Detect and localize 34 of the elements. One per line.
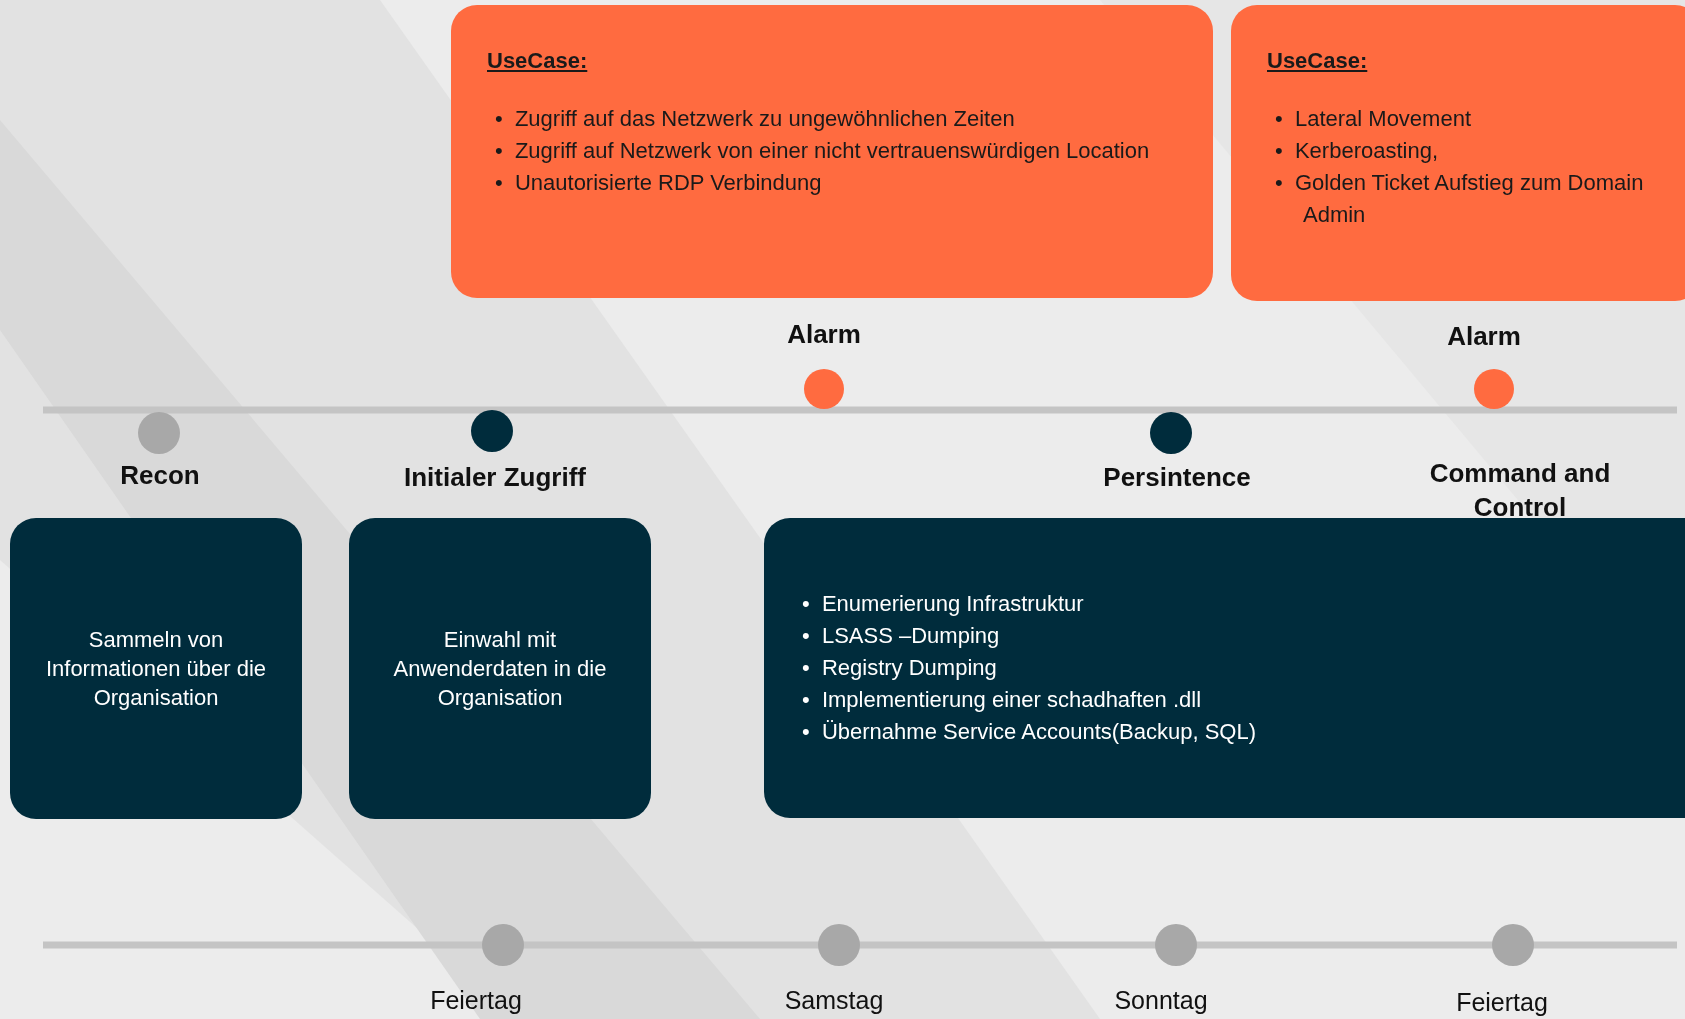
usecase-card — [451, 5, 1213, 298]
bullet-item: • Implementierung einer schadhaften .dll — [801, 686, 1202, 714]
timeline-dot — [1155, 924, 1197, 966]
description-text: Einwahl mit Anwenderdaten in die Organisation — [392, 626, 608, 712]
usecase-heading: UseCase: — [1267, 47, 1368, 75]
bullet-item: • Übernahme Service Accounts(Backup, SQL) — [801, 718, 1257, 746]
bullet-item: • Golden Ticket Aufstieg zum Domain Admin — [1274, 169, 1645, 229]
day-label: Feiertag — [429, 985, 523, 1016]
timeline-dot — [1492, 924, 1534, 966]
description-text: Sammeln von Informationen über die Organisation — [44, 626, 268, 712]
bullet-item: • Enumerierung Infrastruktur — [801, 590, 1084, 618]
phase-label: Initialer Zugriff — [403, 461, 587, 494]
bullet-item: • Registry Dumping — [801, 654, 997, 682]
phase-label: Persintence — [1102, 461, 1252, 494]
phase-card — [10, 518, 302, 819]
phase-label: Command and Control — [1428, 457, 1612, 524]
day-label: Samstag — [783, 985, 885, 1016]
usecase-card — [1231, 5, 1685, 301]
bullet-item: • Unautorisierte RDP Verbindung — [494, 169, 822, 197]
phase-card — [764, 518, 1685, 818]
alarm-label: Alarm — [1446, 320, 1522, 353]
day-label: Sonntag — [1113, 985, 1209, 1016]
bullet-item: • Lateral Movement — [1274, 105, 1471, 133]
bullet-item: • Zugriff auf Netzwerk von einer nicht vertrauenswürdigen Location — [494, 137, 1150, 165]
phase-card — [349, 518, 651, 819]
day-label: Feiertag — [1455, 987, 1549, 1018]
bullet-item: • Zugriff auf das Netzwerk zu ungewöhnlichen Zeiten — [494, 105, 1015, 133]
timeline-dot — [1150, 412, 1192, 454]
phase-label: Recon — [119, 459, 201, 492]
timeline-dot — [804, 369, 844, 409]
bullet-item: • Kerberoasting, — [1274, 137, 1439, 165]
bullet-item: • LSASS –Dumping — [801, 622, 1000, 650]
usecase-heading: UseCase: — [487, 47, 588, 75]
alarm-label: Alarm — [786, 318, 862, 351]
